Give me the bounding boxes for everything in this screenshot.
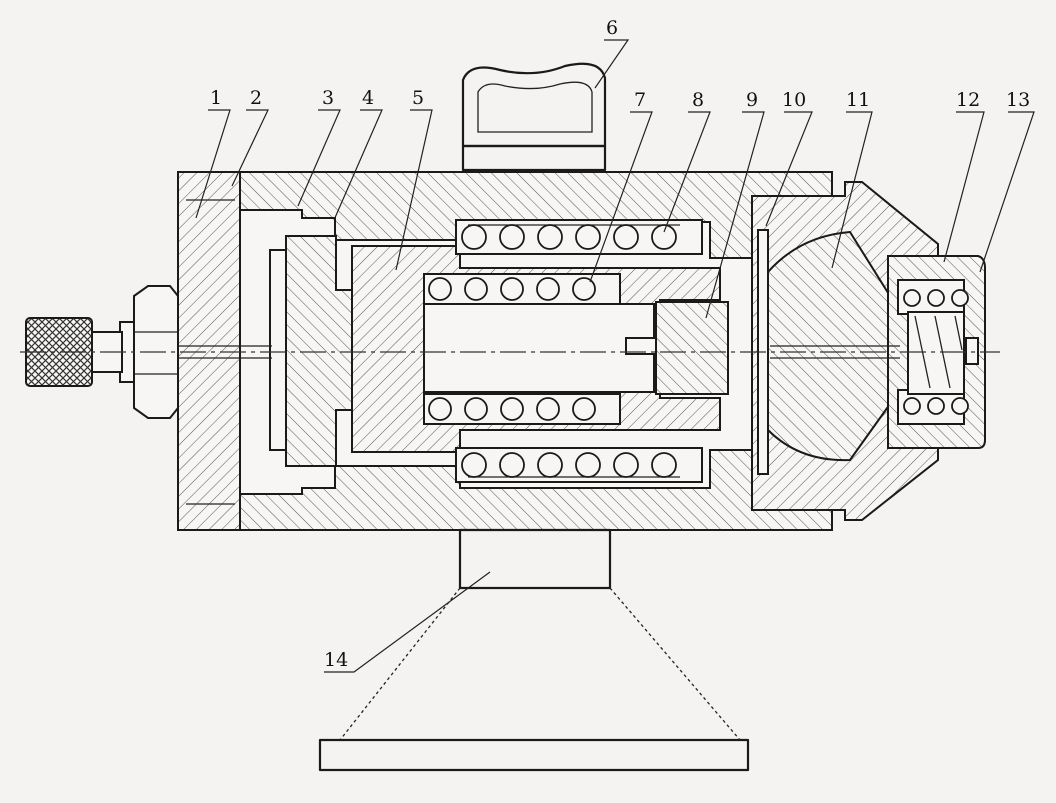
- outer-spring-bottom: [455, 447, 703, 483]
- label-13: 13: [1006, 89, 1030, 111]
- label-8: 8: [692, 89, 704, 111]
- label-2: 2: [250, 87, 262, 109]
- piston-disc: [269, 235, 353, 467]
- label-4: 4: [362, 87, 374, 109]
- handle: [461, 62, 607, 172]
- label-5: 5: [412, 87, 424, 109]
- label-12: 12: [956, 89, 980, 111]
- leader-lines: [195, 39, 1035, 673]
- outer-spring-top: [455, 219, 703, 255]
- label-9: 9: [746, 89, 758, 111]
- stand: [318, 528, 750, 772]
- label-11: 11: [846, 89, 870, 111]
- label-1: 1: [210, 87, 222, 109]
- label-6: 6: [606, 17, 618, 39]
- label-10: 10: [782, 89, 806, 111]
- label-7: 7: [634, 89, 646, 111]
- label-3: 3: [322, 87, 334, 109]
- label-14: 14: [324, 649, 348, 671]
- inner-spring-top: [423, 273, 621, 305]
- end-nut: [887, 255, 986, 449]
- inner-piston: [625, 301, 729, 395]
- part-labels: 1 2 3 4 5 6 7 8 9 10 11 12 13 14: [210, 17, 1030, 671]
- inner-spring-bottom: [423, 393, 621, 425]
